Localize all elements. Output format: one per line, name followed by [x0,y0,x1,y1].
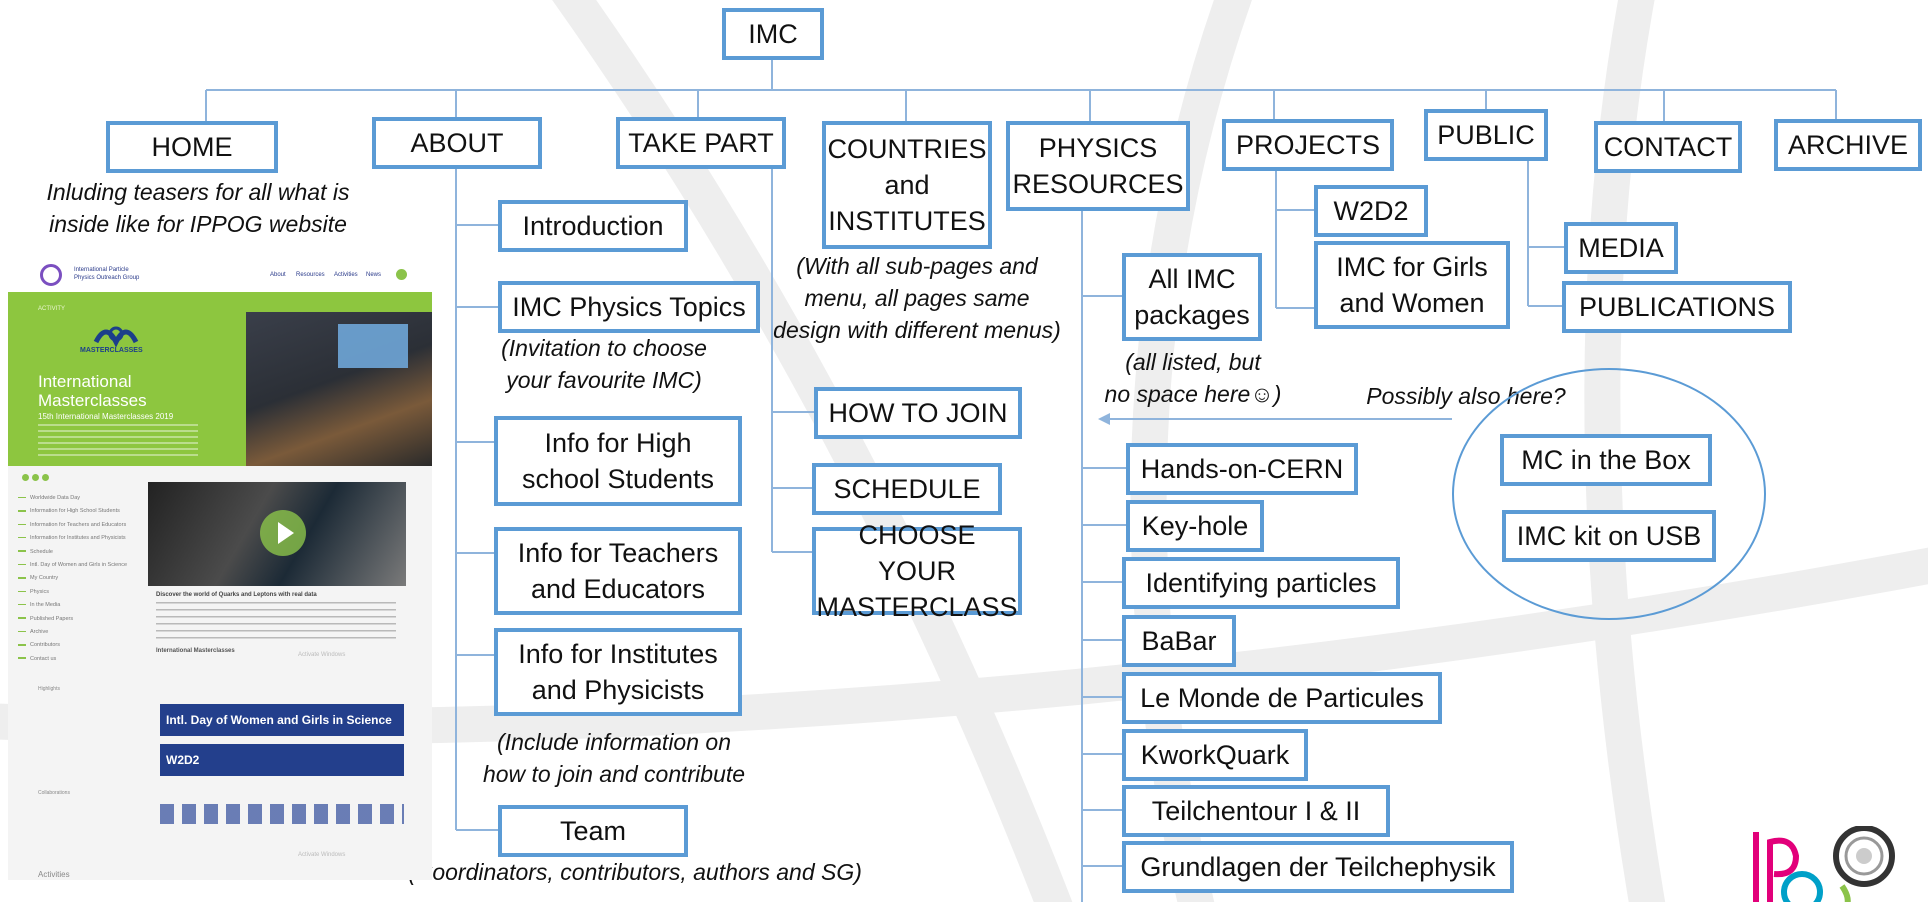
physics-teilchentour-box: Teilchentour I & II [1122,785,1390,837]
about-team-box: Team [498,805,688,857]
thumb-sidebar-item: Information for High School Students [18,505,138,518]
thumb-hero-subtitle: 15th International Masterclasses 2019 [38,412,174,421]
thumb-footer-label: Activities [38,870,70,879]
thumb-banner-women: Intl. Day of Women and Girls in Science [160,704,404,736]
nav-contact-box: CONTACT [1594,121,1742,173]
thumb-sidebar-item: Intl. Day of Women and Girls in Science [18,559,138,572]
about-high-school-box: Info for High school Students [494,416,742,506]
ippog-logo-icon [1753,826,1895,902]
physics-le-monde-box: Le Monde de Particules [1122,672,1442,724]
nav-about-box: ABOUT [372,117,542,169]
thumb-sidebar-item: Physics [18,586,138,599]
nav-countries-box: COUNTRIES and INSTITUTES [822,121,992,249]
thumb-search-icon [396,269,407,280]
thumb-lecture-screen [338,324,408,368]
thumb-social-icon [42,474,49,481]
thumb-activity-label: ACTIVITY [38,306,66,312]
masterclasses-logo-icon: MASTERCLASSES [80,326,143,354]
svg-text:MASTERCLASSES: MASTERCLASSES [80,347,143,354]
play-triangle-icon [278,522,294,544]
note-packages: (all listed, but no space here☺) [1104,349,1282,407]
thumb-sidebar-item: Archive [18,626,138,639]
physics-kworkquark-box: KworkQuark [1122,729,1308,781]
nav-home-box: HOME [106,121,278,173]
thumb-sidebar-item: Published Papers [18,613,138,626]
nav-projects-box: PROJECTS [1222,119,1394,171]
thumb-header [8,256,432,292]
take-part-choose-box: CHOOSE YOUR MASTERCLASS [812,520,1022,622]
thumb-social-icon [22,474,29,481]
website-screenshot-thumbnail: International Particle Physics Outreach … [8,256,432,880]
thumb-collaborations-label: Collaborations [38,790,70,796]
nav-public-box: PUBLIC [1424,109,1548,161]
thumb-org-name: International Particle Physics Outreach … [74,267,140,281]
ippog-logo-icon [40,264,62,286]
physics-grundlagen-box: Grundlagen der Teilchephysik [1122,841,1514,893]
take-part-how-to-join-box: HOW TO JOIN [814,387,1022,439]
possible-items-ellipse [1452,368,1766,620]
nav-take-part-box: TAKE PART [616,117,786,169]
about-physics-topics-box: IMC Physics Topics [498,281,760,333]
nav-archive-box: ARCHIVE [1774,119,1922,171]
physics-all-packages-box: All IMC packages [1122,253,1262,341]
possible-kit-usb-box: IMC kit on USB [1502,510,1716,562]
thumb-sidebar-item: Information for Teachers and Educators [18,519,138,532]
take-part-schedule-box: SCHEDULE [812,463,1002,515]
thumb-highlights-label: Highlights [38,686,60,692]
thumb-sidebar-item: Schedule [18,546,138,559]
thumb-collaboration-logos [160,804,404,824]
thumb-sidebar-item: Information for Institutes and Physicist… [18,532,138,545]
thumb-sidebar: Worldwide Data Day Information for High … [18,492,138,666]
thumb-im-label: International Masterclasses [156,648,235,654]
thumb-sidebar-item: Contact us [18,653,138,666]
thumb-hero-title: International Masterclasses [38,372,147,410]
thumb-nav-activities: Activities [334,272,358,278]
note-home: Inluding teasers for all what is inside … [46,179,350,237]
thumb-watermark: Activate Windows [298,652,346,658]
about-teachers-box: Info for Teachers and Educators [494,527,742,615]
thumb-sidebar-item: In the Media [18,599,138,612]
thumb-nav-news: News [366,272,382,278]
thumb-sidebar-item: Contributors [18,639,138,652]
public-publications-box: PUBLICATIONS [1562,281,1792,333]
note-team: (Coordinators, contributors, authors and… [408,859,862,885]
nav-physics-resources-box: PHYSICS RESOURCES [1006,121,1190,211]
projects-w2d2-box: W2D2 [1314,185,1428,237]
physics-babar-box: BaBar [1122,615,1236,667]
public-media-box: MEDIA [1564,222,1678,274]
physics-hands-on-cern-box: Hands-on-CERN [1126,443,1358,495]
thumb-nav-about: About [270,272,286,278]
thumb-social-icon [32,474,39,481]
thumb-watermark: Activate Windows [298,852,346,858]
about-introduction-box: Introduction [498,200,688,252]
thumb-nav-resources: Resources [296,272,325,278]
thumb-discover-heading: Discover the world of Quarks and Leptons… [156,592,317,598]
possible-mc-in-box: MC in the Box [1500,434,1712,486]
thumb-paragraph [156,602,396,640]
thumb-sidebar-item: Worldwide Data Day [18,492,138,505]
projects-girls-women-box: IMC for Girls and Women [1314,241,1510,329]
note-countries: (With all sub-pages and menu, all pages … [773,253,1061,343]
root-imc-box: IMC [722,8,824,60]
physics-key-hole-box: Key-hole [1126,500,1264,552]
thumb-hero-text [38,424,198,458]
thumb-sidebar-item: My Country [18,572,138,585]
note-physics-topics: (Invitation to choose your favourite IMC… [501,335,707,393]
thumb-banner-w2d2: W2D2 [160,744,404,776]
about-institutes-box: Info for Institutes and Physicists [494,628,742,716]
physics-identifying-particles-box: Identifying particles [1122,557,1400,609]
note-include: (Include information on how to join and … [482,729,746,787]
